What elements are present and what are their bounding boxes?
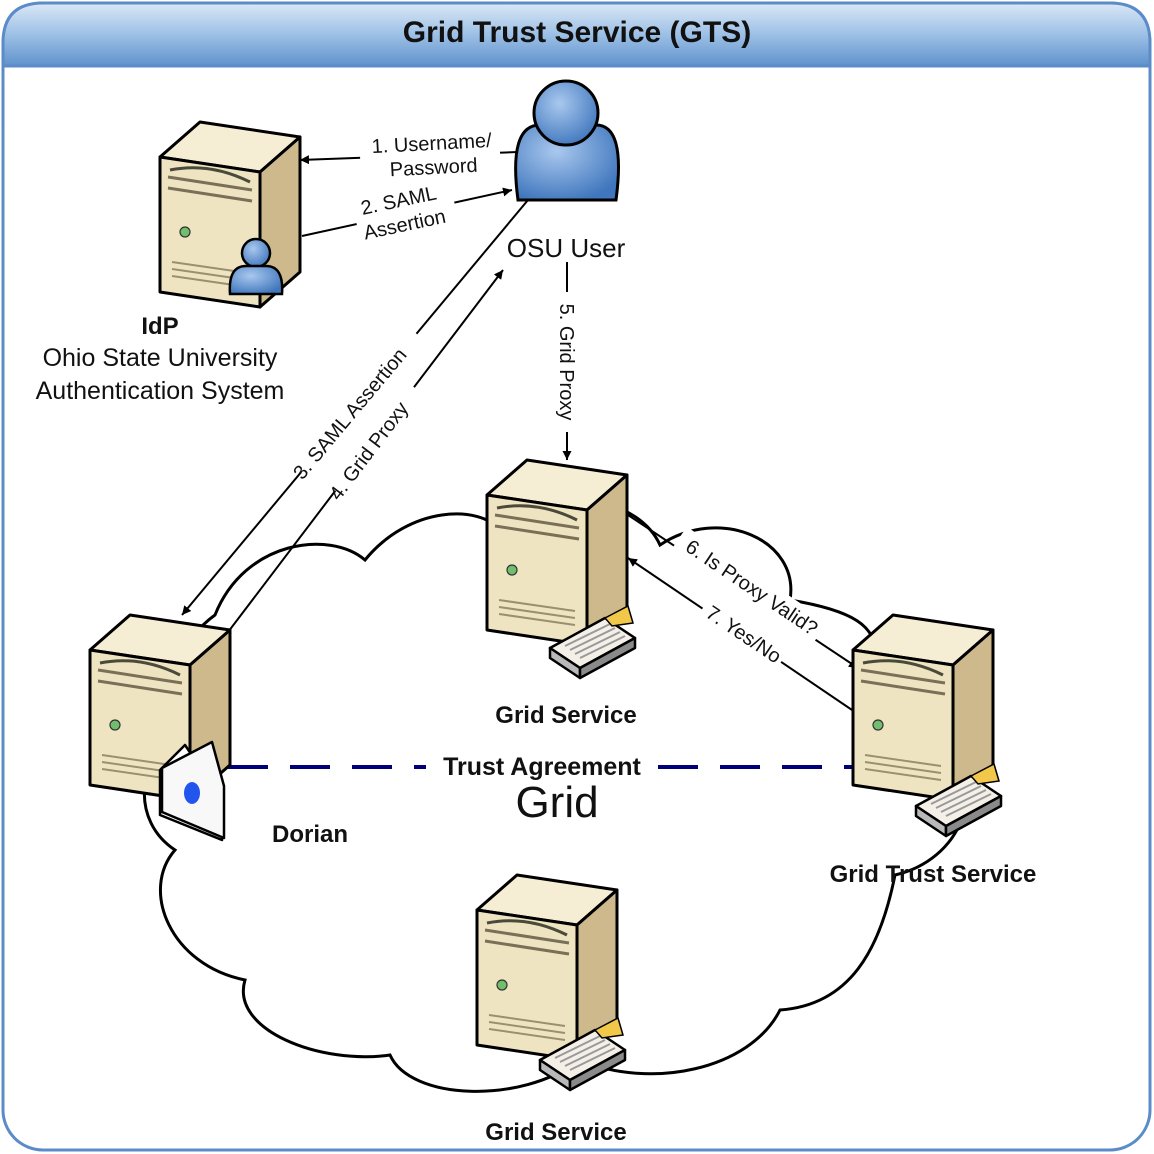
- dorian-card-dot: [184, 782, 200, 804]
- arrow-5-label: 5. Grid Proxy: [555, 292, 579, 432]
- idp-line1: Ohio State University: [43, 344, 278, 372]
- grid-label: Grid: [515, 778, 598, 827]
- server-with-user-icon: [158, 120, 302, 309]
- user-icon: [514, 79, 620, 202]
- arrow-1-label: 1. Username/ Password: [358, 124, 502, 184]
- grid-service-top-node: Grid Service: [485, 458, 637, 729]
- osu-user-label: OSU User: [507, 233, 626, 263]
- grid-service-bottom-label: Grid Service: [485, 1119, 626, 1146]
- diagram-title: Grid Trust Service (GTS): [403, 16, 751, 49]
- title-bar: [1, 1, 1152, 68]
- idp-name: IdP: [141, 313, 178, 340]
- arrow-1-label-line2: Password: [389, 155, 478, 182]
- gts-node: Grid Trust Service: [830, 613, 1037, 888]
- idp-line2: Authentication System: [36, 377, 285, 405]
- osu-user-node: OSU User: [507, 79, 626, 263]
- dorian-label: Dorian: [272, 821, 348, 848]
- arrow-5-label-text: 5. Grid Proxy: [555, 304, 577, 421]
- grid-service-top-label: Grid Service: [495, 702, 636, 729]
- grid-service-bottom-node: Grid Service: [475, 873, 627, 1146]
- trust-agreement-label: Trust Agreement: [443, 753, 641, 781]
- gts-label: Grid Trust Service: [830, 861, 1037, 888]
- dorian-node: Dorian: [88, 613, 348, 848]
- idp-server-node: IdP Ohio State University Authentication…: [36, 120, 302, 405]
- server-with-card-icon: [88, 613, 232, 842]
